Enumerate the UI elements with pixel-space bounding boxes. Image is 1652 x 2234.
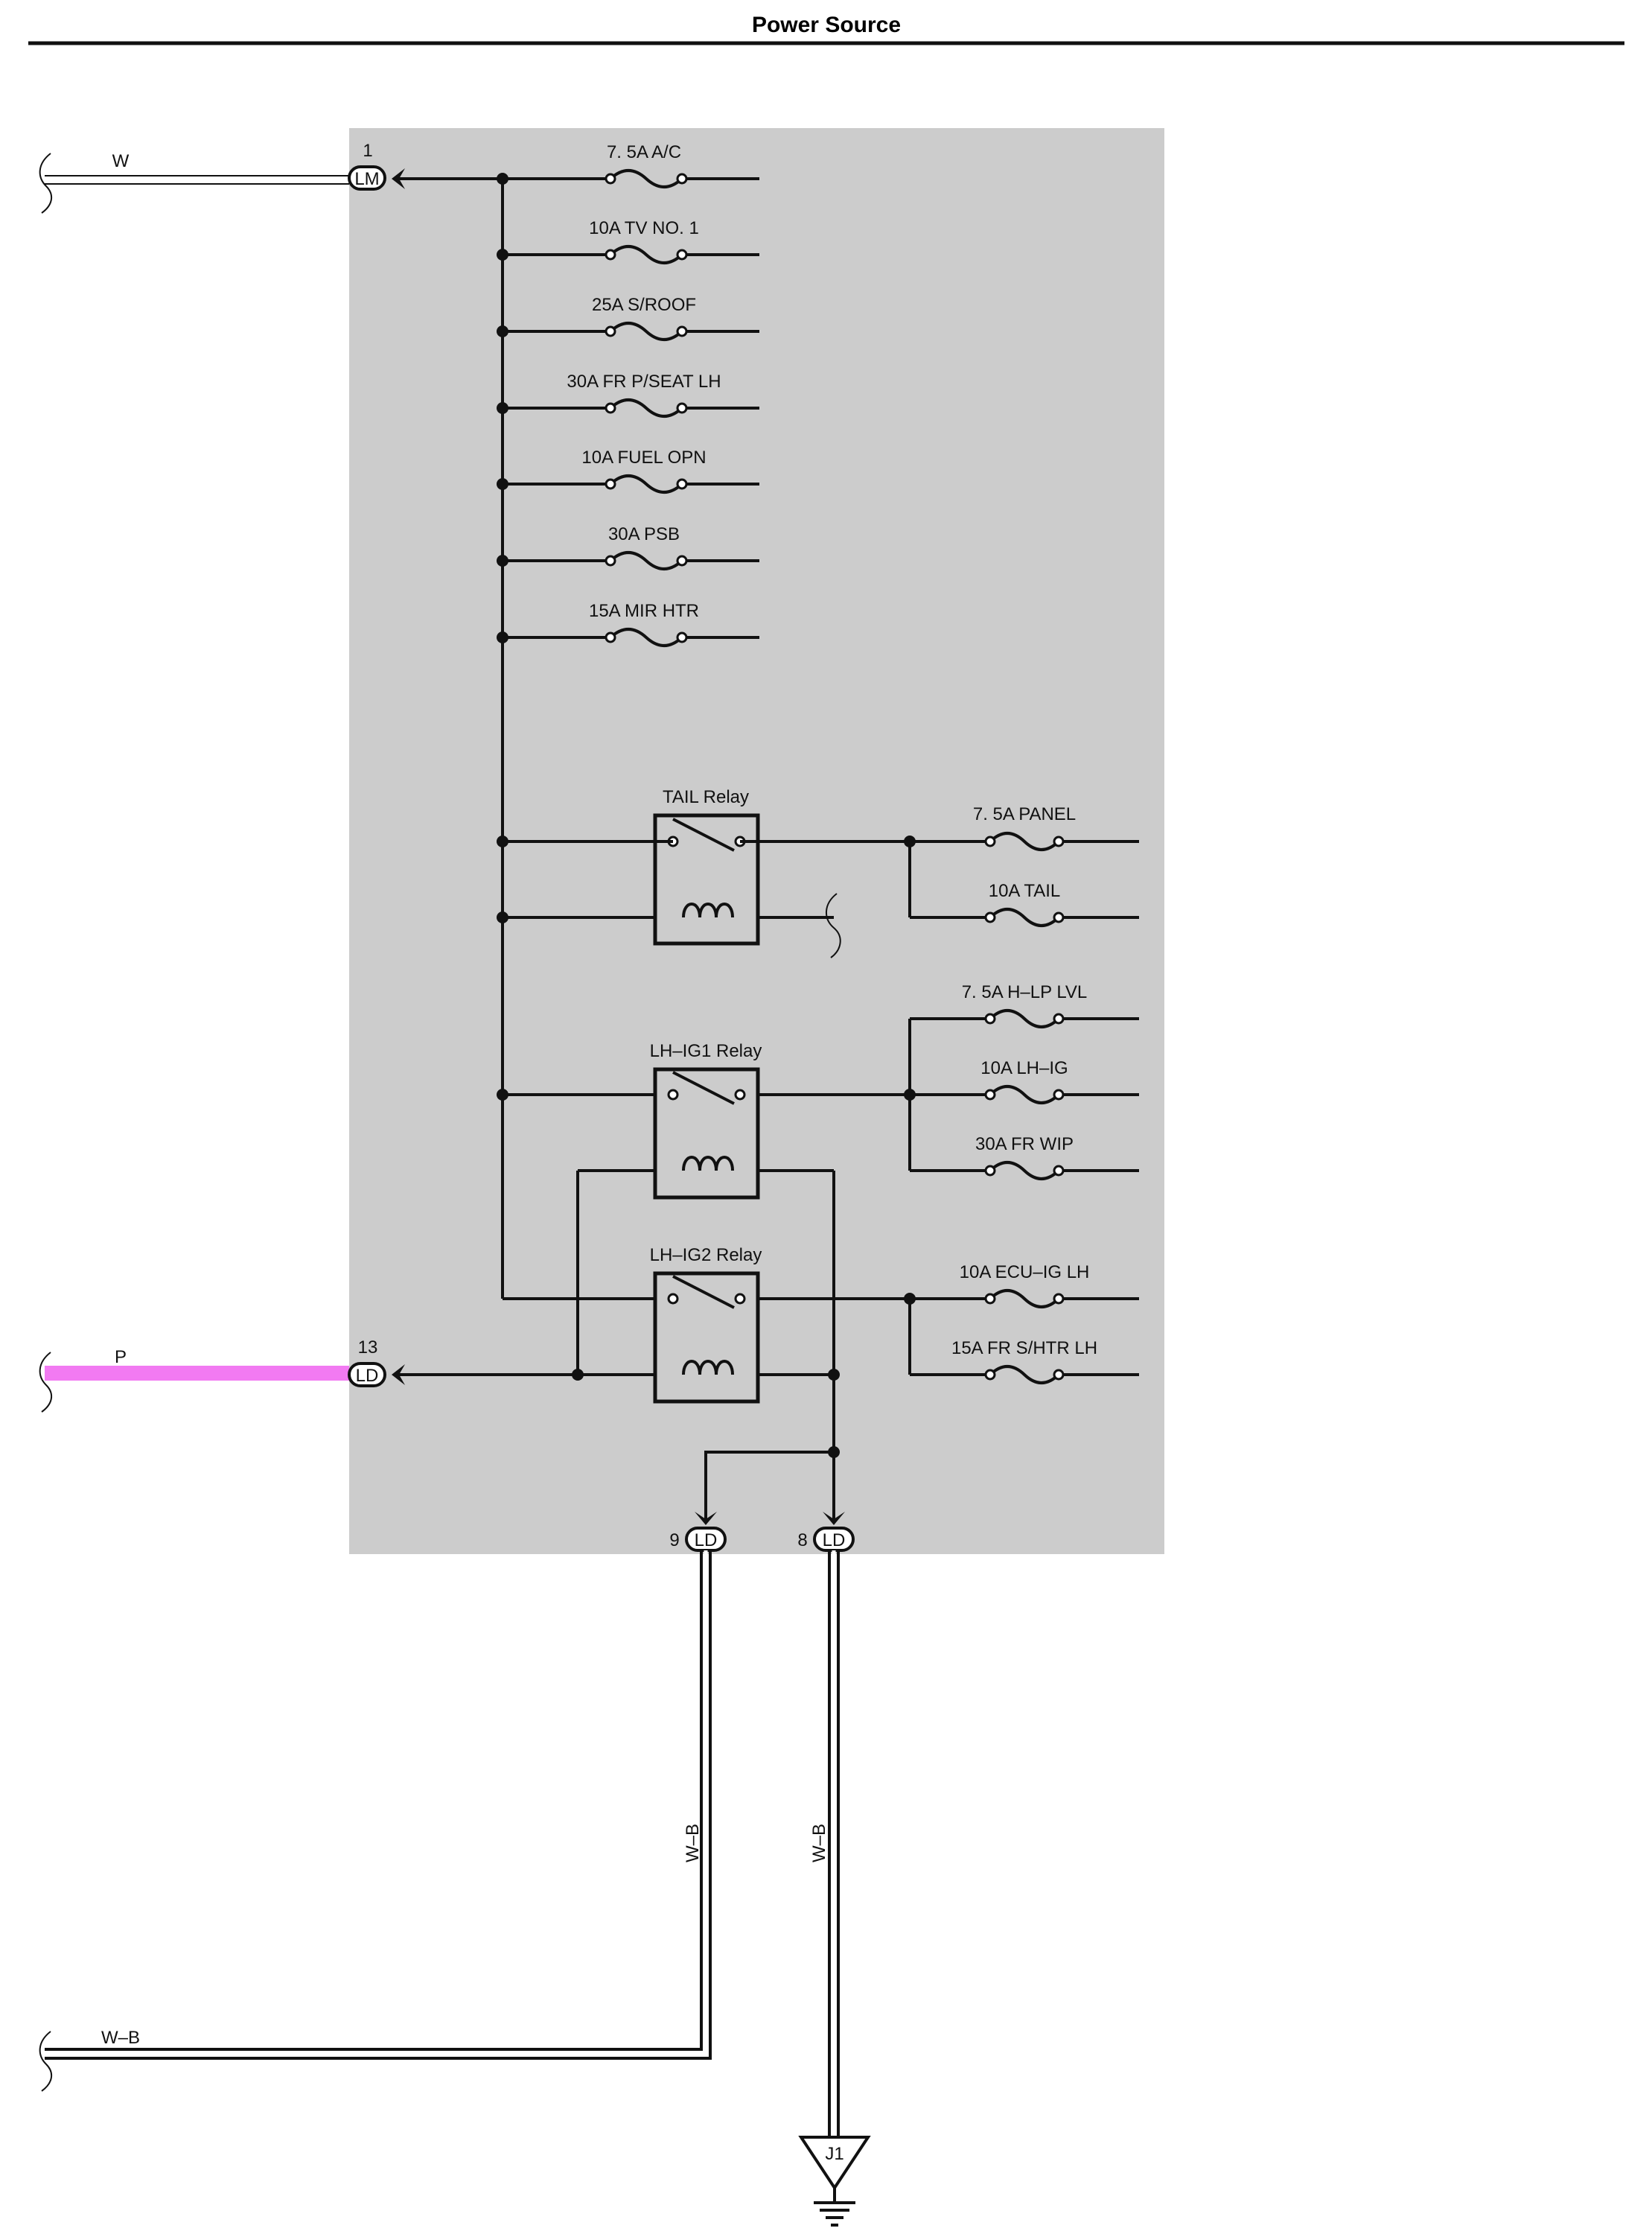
tail-relay-switch	[672, 818, 735, 852]
fuse-fuelopn: 10A FUEL OPN	[497, 448, 759, 494]
connector-arrow-icon	[695, 1512, 717, 1525]
connector-lm-code: LM	[354, 169, 379, 189]
tail-relay-break-icon	[826, 893, 841, 958]
fuse-ecuig-label: 10A ECU–IG LH	[960, 1262, 1090, 1282]
connector-ld9-pin: 9	[669, 1530, 679, 1550]
lh-ig2-switch	[672, 1275, 735, 1309]
wire-break-icon	[39, 153, 53, 214]
fuse-mirhtr-label: 15A MIR HTR	[589, 601, 699, 621]
fuse-ecuig: 10A ECU–IG LH	[910, 1262, 1139, 1308]
wire-wb-pin8: W–B	[809, 1550, 840, 2137]
fuse-tail: 10A TAIL	[908, 841, 1139, 927]
wire-color-wb-8: W–B	[809, 1824, 829, 1862]
fuse-frshtr: 15A FR S/HTR LH	[910, 1338, 1139, 1384]
pink-wire-p	[45, 1366, 349, 1381]
ground-branch-9	[704, 1451, 834, 1519]
connector-ld9-code: LD	[695, 1530, 718, 1550]
fuse-psb: 30A PSB	[497, 524, 759, 570]
fuse-sroof-label: 25A S/ROOF	[592, 295, 696, 315]
lh-ig1-coil	[682, 1156, 734, 1171]
ground-j1: J1	[798, 2136, 871, 2227]
coil-return-junction-1	[828, 1369, 840, 1381]
ground-triangle-icon	[798, 2136, 871, 2191]
connector-lm-shell	[348, 165, 386, 191]
connector-ld-13: LD 13 P	[39, 1337, 578, 1413]
fuse-frpseat: 30A FR P/SEAT LH	[497, 372, 759, 418]
lh-ig2-coil	[682, 1360, 734, 1375]
tail-relay: TAIL Relay	[497, 787, 910, 958]
fuse-lhig-label: 10A LH–IG	[980, 1058, 1068, 1078]
fuse-mirhtr: 15A MIR HTR	[497, 601, 759, 647]
fuse-hlplvl: 7. 5A H–LP LVL	[910, 982, 1139, 1028]
wire-color-wb-bottom: W–B	[101, 2028, 140, 2048]
connector-lm-pin: 1	[363, 141, 372, 161]
fuse-tail-label: 10A TAIL	[989, 881, 1061, 901]
tail-relay-coil	[682, 903, 734, 918]
page-title: Power Source	[752, 13, 901, 37]
wire-color-w: W	[112, 151, 130, 171]
fuse-frshtr-label: 15A FR S/HTR LH	[951, 1338, 1097, 1358]
tail-relay-label: TAIL Relay	[663, 787, 749, 807]
fuse-tv1: 10A TV NO. 1	[497, 218, 759, 264]
fuse-tv1-label: 10A TV NO. 1	[589, 218, 699, 238]
connector-ld13-code: LD	[356, 1366, 379, 1386]
fuse-sroof: 25A S/ROOF	[497, 295, 759, 341]
connector-arrow-icon	[392, 168, 405, 189]
fuse-fuelopn-label: 10A FUEL OPN	[581, 448, 706, 468]
connector-ld8-code: LD	[823, 1530, 846, 1550]
connector-arrow-icon	[823, 1512, 845, 1525]
wire-break-icon	[39, 1352, 53, 1413]
fuse-psb-label: 30A PSB	[608, 524, 680, 544]
connector-ld13-pin: 13	[358, 1337, 378, 1358]
connector-ld13-shell	[348, 1362, 386, 1387]
fuse-frwip-label: 30A FR WIP	[975, 1134, 1074, 1154]
ground-label: J1	[825, 2144, 843, 2164]
lh-ig1-switch	[672, 1071, 735, 1105]
fuse-hlplvl-label: 7. 5A H–LP LVL	[962, 982, 1088, 1002]
fuse-panel-label: 7. 5A PANEL	[973, 804, 1076, 824]
fuse-frwip: 30A FR WIP	[910, 1134, 1139, 1180]
connector-ld8-pin: 8	[797, 1530, 807, 1550]
fuse-lhig: 10A LH–IG	[910, 1058, 1139, 1104]
fuse-frpseat-label: 30A FR P/SEAT LH	[567, 372, 721, 392]
wire-color-p: P	[115, 1347, 127, 1367]
lh-ig1-relay: LH–IG1 Relay	[497, 1041, 910, 1200]
wire-color-wb-9: W–B	[683, 1824, 703, 1862]
connector-lm-1: LM 1 W	[39, 141, 503, 214]
connector-arrow-icon	[392, 1364, 405, 1385]
lh-ig2-relay: LH–IG2 Relay	[503, 1245, 910, 1404]
wire-break-icon	[39, 2031, 53, 2092]
lh-ig2-relay-label: LH–IG2 Relay	[650, 1245, 762, 1265]
lh-ig1-relay-label: LH–IG1 Relay	[650, 1041, 762, 1061]
wire-wb-pin9: W–B W–B	[39, 1550, 712, 2092]
fuse-ac-label: 7. 5A A/C	[607, 142, 681, 162]
